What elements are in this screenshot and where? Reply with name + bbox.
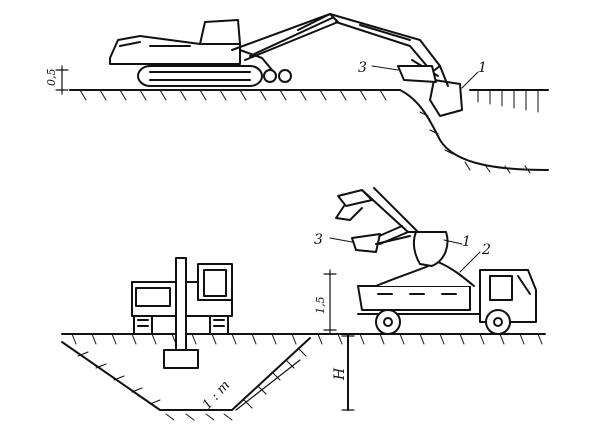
bottom-stick — [175, 257, 187, 353]
top-excavator — [109, 13, 463, 117]
bottom-callout-2: 2 — [481, 242, 491, 258]
dump-truck — [357, 261, 537, 335]
slope-label: 1 : m — [200, 378, 233, 413]
top-boom — [231, 13, 339, 61]
truck-body — [357, 285, 471, 311]
depth-dimension — [341, 335, 355, 411]
truck-front-wheel — [485, 309, 511, 335]
top-stick — [329, 13, 441, 73]
top-callout-1: 1 — [478, 60, 487, 76]
bottom-dimension — [323, 269, 337, 335]
truck-rear-wheel — [375, 309, 401, 335]
bottom-excavator — [131, 257, 233, 369]
trench-profile — [61, 337, 311, 411]
bottom-ground — [61, 333, 546, 411]
bottom-figure: 1 : m H — [61, 187, 546, 421]
bottom-ground-hatching — [71, 333, 543, 421]
bottom-swing-arm — [335, 187, 449, 267]
top-figure: 0,5 3 1 — [45, 13, 549, 174]
top-tracks — [137, 65, 263, 87]
depth-label: H — [332, 367, 348, 381]
top-pit-profile — [399, 89, 549, 171]
top-bucket — [429, 79, 463, 117]
slope-line — [235, 359, 301, 411]
top-ground-hatching — [79, 89, 539, 174]
top-callout-3: 3 — [358, 60, 367, 76]
top-ground — [69, 89, 549, 171]
top-dim-label: 0,5 — [45, 69, 58, 87]
bottom-callout-1: 1 — [462, 234, 471, 250]
bottom-bucket — [163, 349, 199, 369]
bottom-callout-3: 3 — [314, 232, 323, 248]
bottom-bucket-swing — [412, 231, 449, 267]
top-dimension — [55, 65, 69, 95]
bottom-dim-label: 1,5 — [314, 297, 327, 315]
